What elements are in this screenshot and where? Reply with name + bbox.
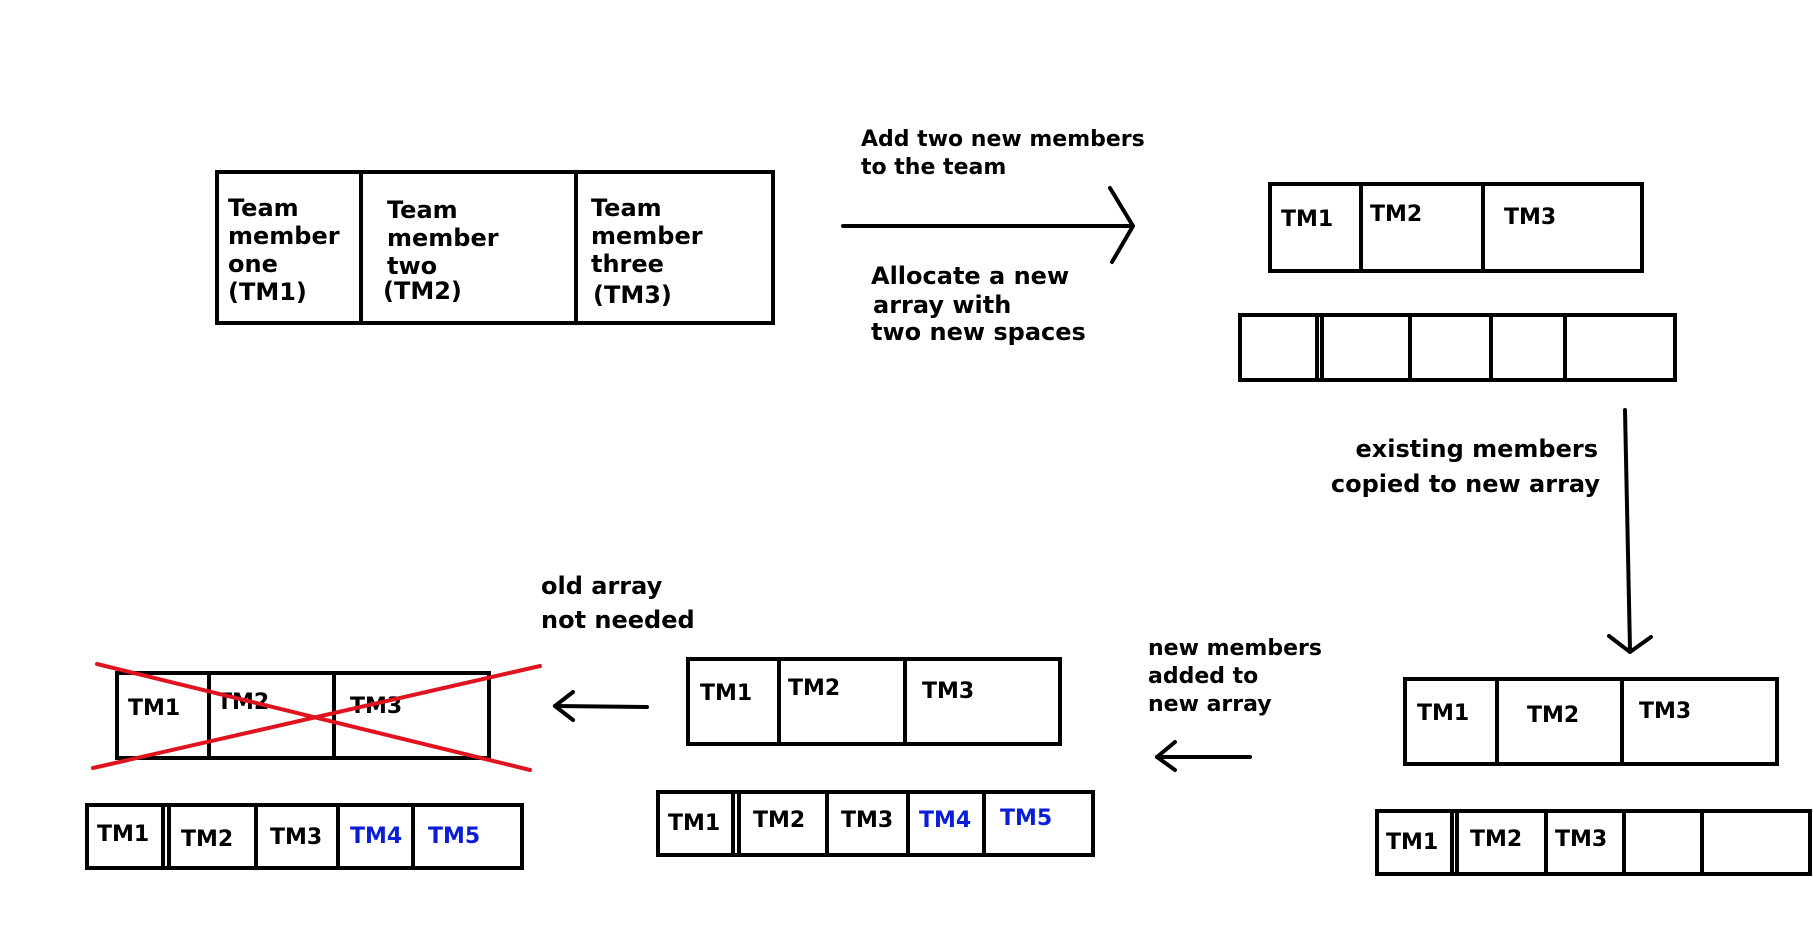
step3-old-array: TM1 TM2 TM3 bbox=[686, 657, 1062, 746]
cell-label-new: TM5 bbox=[428, 824, 480, 849]
label-line: not needed bbox=[541, 606, 695, 634]
final-old-array-discarded: TM1 TM2 TM3 bbox=[91, 662, 542, 772]
label-line: new members bbox=[1148, 636, 1322, 661]
cell-label: TM2 bbox=[1527, 703, 1579, 728]
label-line: copied to new array bbox=[1331, 470, 1600, 498]
arrow-shaft bbox=[1623, 408, 1632, 652]
step1-label-bottom: Allocate a new array with two new spaces bbox=[871, 262, 1086, 346]
array-frame bbox=[1238, 313, 1677, 382]
step2-new-array: TM1 TM2 TM3 bbox=[1375, 809, 1812, 876]
label-line: to the team bbox=[861, 155, 1006, 180]
original-cell-tm1: Team member one (TM1) bbox=[228, 194, 340, 306]
array-frame bbox=[85, 803, 524, 870]
array-frame bbox=[686, 657, 1062, 746]
label-line: Allocate a new bbox=[871, 262, 1069, 290]
original-array-frame bbox=[215, 170, 775, 325]
cell-label: TM1 bbox=[97, 822, 149, 847]
cell-label: TM3 bbox=[922, 679, 974, 704]
step2-label: existing members copied to new array bbox=[1331, 435, 1600, 498]
original-cell-tm3: Team member three (TM3) bbox=[591, 194, 703, 309]
cell-label: TM1 bbox=[668, 811, 720, 836]
cell-text-line: member bbox=[228, 222, 340, 250]
cell-label: TM3 bbox=[1555, 827, 1607, 852]
cell-label: TM1 bbox=[700, 681, 752, 706]
cell-label-new: TM4 bbox=[919, 808, 971, 833]
cell-label: TM2 bbox=[181, 827, 233, 852]
cell-label-new: TM5 bbox=[1000, 806, 1052, 831]
label-line: two new spaces bbox=[871, 318, 1086, 346]
array-frame bbox=[1403, 677, 1779, 766]
cell-label: TM1 bbox=[1417, 701, 1469, 726]
cell-text-line: member bbox=[591, 222, 703, 250]
step3-label: new members added to new array bbox=[1148, 636, 1322, 717]
step3-arrow bbox=[1155, 740, 1252, 772]
array-frame bbox=[115, 671, 491, 760]
cell-label: TM1 bbox=[128, 696, 180, 721]
cell-label: TM2 bbox=[753, 808, 805, 833]
cell-text-line: (TM3) bbox=[593, 281, 672, 309]
step4-label: old array not needed bbox=[541, 572, 695, 634]
cell-text-line: Team bbox=[387, 196, 458, 224]
arrow-head bbox=[1108, 186, 1135, 264]
cell-label: TM2 bbox=[1370, 202, 1422, 227]
step1-label-top: Add two new members to the team bbox=[861, 127, 1145, 180]
cell-text-line: one bbox=[228, 250, 278, 278]
cell-text-line: member bbox=[387, 224, 499, 252]
cell-label: TM1 bbox=[1386, 830, 1438, 855]
arrow-head bbox=[1155, 740, 1177, 772]
cell-label: TM2 bbox=[1470, 827, 1522, 852]
cell-text-line: (TM1) bbox=[228, 278, 307, 306]
cell-label-new: TM4 bbox=[350, 824, 402, 849]
label-line: new array bbox=[1148, 692, 1272, 717]
cell-label: TM1 bbox=[1281, 207, 1333, 232]
cell-label: TM3 bbox=[270, 825, 322, 850]
label-line: existing members bbox=[1356, 435, 1598, 463]
array-frame bbox=[1268, 182, 1644, 273]
original-cell-tm2: Team member two (TM2) bbox=[383, 196, 499, 305]
cell-label: TM3 bbox=[1639, 699, 1691, 724]
step1-old-array: TM1 TM2 TM3 bbox=[1268, 182, 1644, 273]
array-frame bbox=[656, 790, 1095, 857]
cell-label: TM3 bbox=[1504, 205, 1556, 230]
array-frame bbox=[1375, 809, 1812, 876]
step2-old-array: TM1 TM2 TM3 bbox=[1403, 677, 1779, 766]
label-line: Add two new members bbox=[861, 127, 1145, 152]
step3-new-array: TM1 TM2 TM3 TM4 TM5 bbox=[656, 790, 1095, 857]
cell-label: TM3 bbox=[841, 808, 893, 833]
final-new-array: TM1 TM2 TM3 TM4 TM5 bbox=[85, 803, 524, 870]
cell-label: TM2 bbox=[788, 676, 840, 701]
cell-text-line: (TM2) bbox=[383, 277, 462, 305]
original-array: Team member one (TM1) Team member two (T… bbox=[215, 170, 775, 325]
arrow-shaft bbox=[553, 704, 649, 709]
step1-arrow bbox=[841, 186, 1135, 264]
step1-new-empty-array bbox=[1238, 313, 1677, 382]
cell-text-line: Team bbox=[591, 194, 662, 222]
step2-arrow bbox=[1607, 408, 1653, 654]
label-line: added to bbox=[1148, 664, 1258, 689]
cell-text-line: three bbox=[591, 250, 664, 278]
step4-arrow bbox=[553, 690, 649, 722]
cell-text-line: Team bbox=[228, 194, 299, 222]
arrow-head bbox=[1607, 634, 1653, 654]
strike-through-line bbox=[91, 664, 542, 770]
label-line: old array bbox=[541, 572, 663, 600]
label-line: array with bbox=[873, 291, 1011, 319]
arrow-head bbox=[553, 690, 575, 722]
cell-text-line: two bbox=[387, 252, 437, 280]
